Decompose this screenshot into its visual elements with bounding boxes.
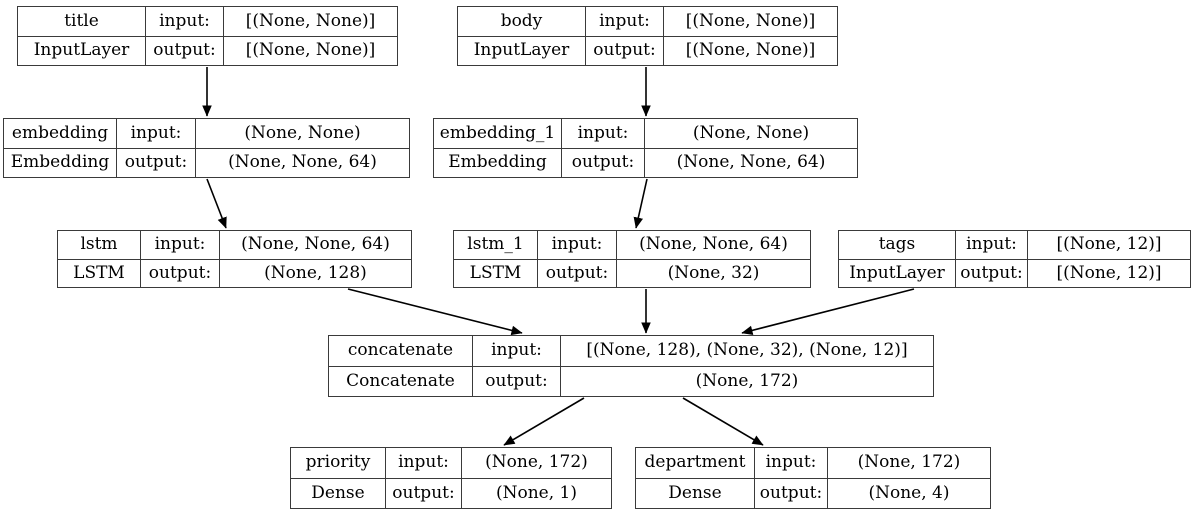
output-shape: [(None, None)] xyxy=(245,40,376,61)
output-label: output: xyxy=(117,148,196,177)
layer-type: InputLayer xyxy=(18,36,146,65)
layer-type: InputLayer xyxy=(839,259,956,287)
input-shape: [(None, 128), (None, 32), (None, 12)] xyxy=(586,340,908,361)
input-label: input: xyxy=(146,7,224,36)
layer-name: priority xyxy=(291,448,386,478)
input-label: input: xyxy=(755,448,828,478)
output-shape: (None, 4) xyxy=(868,482,950,503)
input-shape: [(None, None)] xyxy=(685,10,816,31)
input-label: input: xyxy=(562,119,645,148)
output-label: output: xyxy=(473,366,561,396)
layer-name: lstm_1 xyxy=(454,231,538,259)
layer-type: LSTM xyxy=(58,259,141,287)
input-label: input: xyxy=(473,336,561,366)
input-label: input: xyxy=(117,119,196,148)
output-shape: (None, 1) xyxy=(495,482,577,503)
output-shape: (None, 172) xyxy=(695,370,799,391)
edge-tags-to-concatenate xyxy=(741,288,915,336)
layer-name: embedding_1 xyxy=(434,119,562,148)
output-shape: (None, 128) xyxy=(264,262,367,283)
input-shape: (None, None, 64) xyxy=(639,234,788,255)
layer-name: body xyxy=(458,7,586,36)
input-label: input: xyxy=(386,448,462,478)
input-label: input: xyxy=(586,7,664,36)
output-label: output: xyxy=(141,259,220,287)
input-shape: [(None, None)] xyxy=(245,10,376,31)
output-label: output: xyxy=(538,259,617,287)
layer-name: embedding xyxy=(4,119,117,148)
output-shape: [(None, None)] xyxy=(685,40,816,61)
edge-embedding_1-to-lstm_1 xyxy=(633,178,648,229)
layer-type: InputLayer xyxy=(458,36,586,65)
input-shape: (None, 172) xyxy=(857,452,961,473)
layer-name: lstm xyxy=(58,231,141,259)
layer-type: Dense xyxy=(636,478,755,508)
input-shape: [(None, 12)] xyxy=(1056,234,1162,255)
layer-name: tags xyxy=(839,231,956,259)
edge-concatenate-to-priority xyxy=(503,397,585,446)
output-shape: [(None, 12)] xyxy=(1056,262,1162,283)
output-label: output: xyxy=(586,36,664,65)
input-label: input: xyxy=(141,231,220,259)
input-shape: (None, None, 64) xyxy=(241,234,390,255)
input-shape: (None, None) xyxy=(692,122,810,143)
output-shape: (None, None, 64) xyxy=(228,152,377,173)
output-shape: (None, None, 64) xyxy=(676,152,826,173)
output-label: output: xyxy=(956,259,1028,287)
output-label: output: xyxy=(146,36,224,65)
input-shape: (None, 172) xyxy=(485,452,588,473)
edge-embedding-to-lstm xyxy=(206,178,227,229)
edge-lstm-to-concatenate xyxy=(347,288,523,336)
layer-name: concatenate xyxy=(329,336,473,366)
edge-concatenate-to-department xyxy=(682,397,764,446)
layer-name: title xyxy=(18,7,146,36)
layer-type: LSTM xyxy=(454,259,538,287)
output-shape: (None, 32) xyxy=(667,262,760,283)
input-shape: (None, None) xyxy=(244,122,361,143)
input-label: input: xyxy=(956,231,1028,259)
output-label: output: xyxy=(755,478,828,508)
output-label: output: xyxy=(562,148,645,177)
input-label: input: xyxy=(538,231,617,259)
layer-name: department xyxy=(636,448,755,478)
output-label: output: xyxy=(386,478,462,508)
layer-type: Embedding xyxy=(434,148,562,177)
layer-type: Embedding xyxy=(4,148,117,177)
layer-type: Concatenate xyxy=(329,366,473,396)
layer-type: Dense xyxy=(291,478,386,508)
